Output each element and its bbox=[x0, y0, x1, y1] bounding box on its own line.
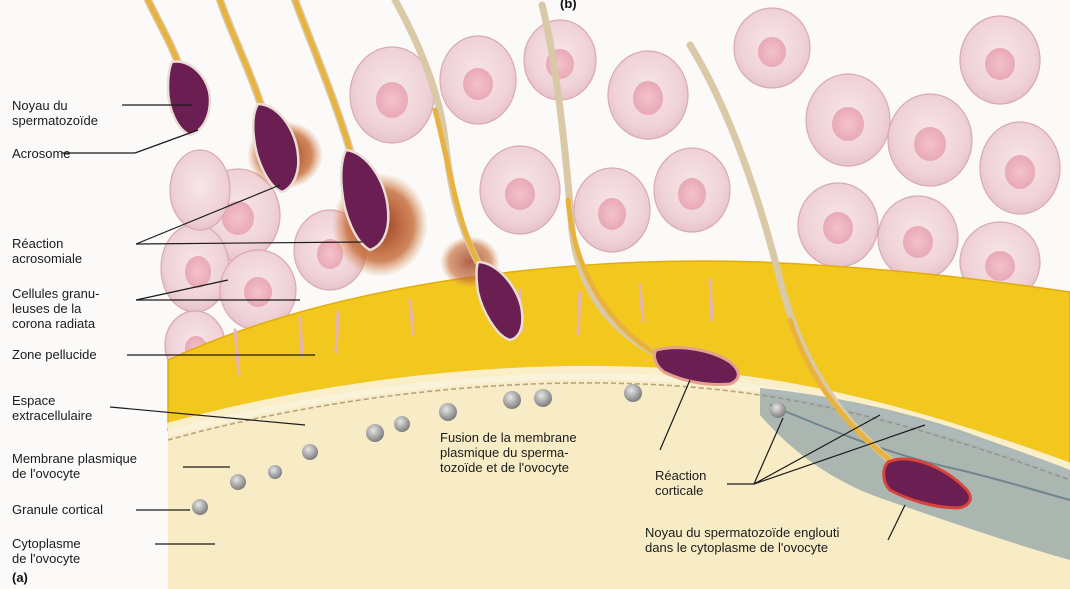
label-reaction-acrosomiale: Réaction acrosomiale bbox=[12, 236, 82, 266]
label-granule-cortical: Granule cortical bbox=[12, 502, 103, 517]
granulosa-cell bbox=[960, 16, 1040, 104]
label-cytoplasme: Cytoplasme de l'ovocyte bbox=[12, 536, 81, 566]
label-membrane-plasmique: Membrane plasmique de l'ovocyte bbox=[12, 451, 137, 481]
label-zone-pellucide: Zone pellucide bbox=[12, 347, 97, 362]
label-noyau: Noyau du spermatozoïde bbox=[12, 98, 98, 128]
label-acrosome: Acrosome bbox=[12, 146, 71, 161]
panel-b-tag: (b) bbox=[560, 0, 577, 11]
label-noyau-englouti: Noyau du spermatozoïde englouti dans le … bbox=[645, 525, 839, 555]
granulosa-cell bbox=[608, 51, 688, 139]
granulosa-cell bbox=[734, 8, 810, 88]
granulosa-cell bbox=[980, 122, 1060, 214]
granulosa-cell bbox=[806, 74, 890, 166]
panel-a-tag: (a) bbox=[12, 570, 28, 585]
granulosa-cell bbox=[574, 168, 650, 252]
label-cellules-granuleuses: Cellules granu- leuses de la corona radi… bbox=[12, 286, 99, 331]
granulosa-cell bbox=[878, 196, 958, 280]
granulosa-cell bbox=[654, 148, 730, 232]
label-espace-extracellulaire: Espace extracellulaire bbox=[12, 393, 92, 423]
granulosa-cell bbox=[480, 146, 560, 234]
granulosa-cell bbox=[161, 224, 229, 312]
granulosa-cell bbox=[440, 36, 516, 124]
sperm-head bbox=[168, 61, 210, 135]
granulosa-cell bbox=[888, 94, 972, 186]
label-fusion: Fusion de la membrane plasmique du sperm… bbox=[440, 430, 577, 475]
granulosa-cell bbox=[798, 183, 878, 267]
label-reaction-corticale: Réaction corticale bbox=[655, 468, 706, 498]
